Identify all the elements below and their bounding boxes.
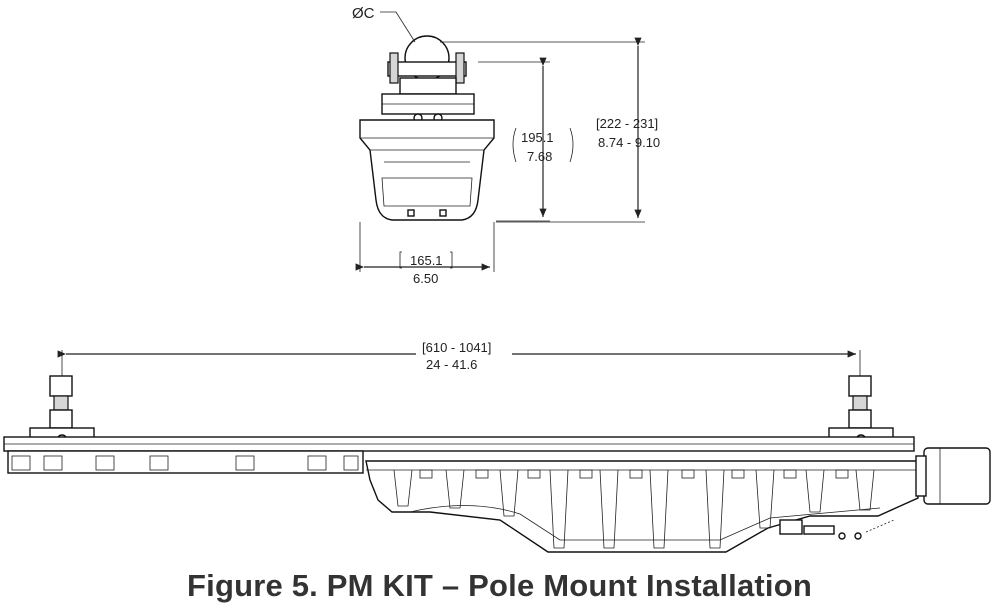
span-mm: [610 - 1041] xyxy=(422,340,491,355)
diameter-label: ØC xyxy=(352,5,375,22)
overall-height-in: 8.74 - 9.10 xyxy=(598,135,660,150)
overall-height-mm: [222 - 231] xyxy=(596,116,658,131)
end-view: ØC 195.1 7.68 [222 - 231] 8.74 - 9.10 16… xyxy=(352,5,660,286)
height-mm: 195.1 xyxy=(521,130,554,145)
height-in: 7.68 xyxy=(527,149,552,164)
width-in: 6.50 xyxy=(413,271,438,286)
side-view: [610 - 1041] 24 - 41.6 xyxy=(3,340,991,553)
housing-end xyxy=(359,119,495,221)
sensor-module xyxy=(923,447,991,505)
figure-caption: Figure 5. PM KIT – Pole Mount Installati… xyxy=(187,568,812,603)
span-in: 24 - 41.6 xyxy=(426,357,477,372)
luminaire-housing xyxy=(365,460,919,553)
width-mm: 165.1 xyxy=(410,253,443,268)
